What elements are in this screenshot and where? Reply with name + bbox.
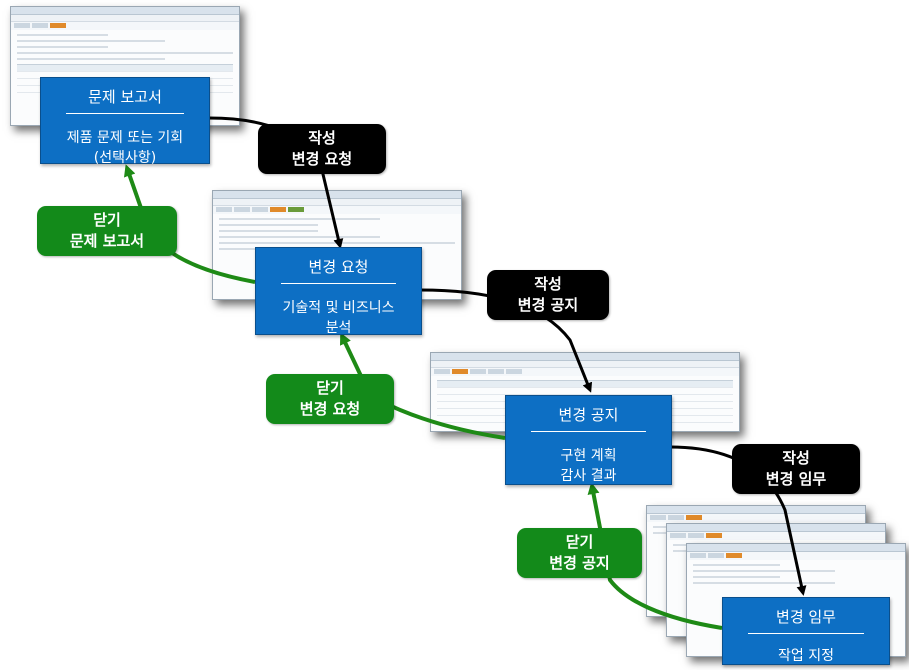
stage-divider (530, 431, 647, 432)
create-change-task-label: 작성 변경 임무 (732, 444, 860, 494)
change-request-stage: 변경 요청 기술적 및 비즈니스 분석 (255, 247, 422, 336)
stage-title: 변경 요청 (308, 258, 369, 276)
close-change-notice-arrow (587, 482, 723, 630)
close-change-notice-label: 닫기 변경 공지 (517, 528, 642, 578)
stage-description: 기술적 및 비즈니스 분석 (282, 300, 395, 336)
problem-report-stage: 문제 보고서 제품 문제 또는 기회 (선택사항) (40, 77, 210, 166)
stage-title: 변경 임무 (776, 608, 836, 626)
stage-divider (66, 113, 184, 114)
stage-divider (280, 283, 397, 284)
stage-title: 문제 보고서 (88, 88, 162, 106)
stage-divider (747, 633, 865, 634)
stage-title: 변경 공지 (558, 406, 619, 424)
close-change-request-label: 닫기 변경 요청 (266, 374, 394, 424)
change-task-stage: 변경 임무 작업 지정 (722, 597, 890, 665)
create-change-request-label: 작성 변경 요청 (258, 124, 386, 174)
stage-description: 제품 문제 또는 기회 (선택사항) (66, 130, 184, 166)
create-change-notice-label: 작성 변경 공지 (487, 270, 609, 320)
stage-description: 구현 계획 감사 결과 (560, 448, 617, 484)
stage-description: 작업 지정 (778, 648, 834, 664)
close-problem-report-label: 닫기 문제 보고서 (37, 206, 177, 256)
change-notice-stage: 변경 공지 구현 계획 감사 결과 (505, 395, 672, 485)
